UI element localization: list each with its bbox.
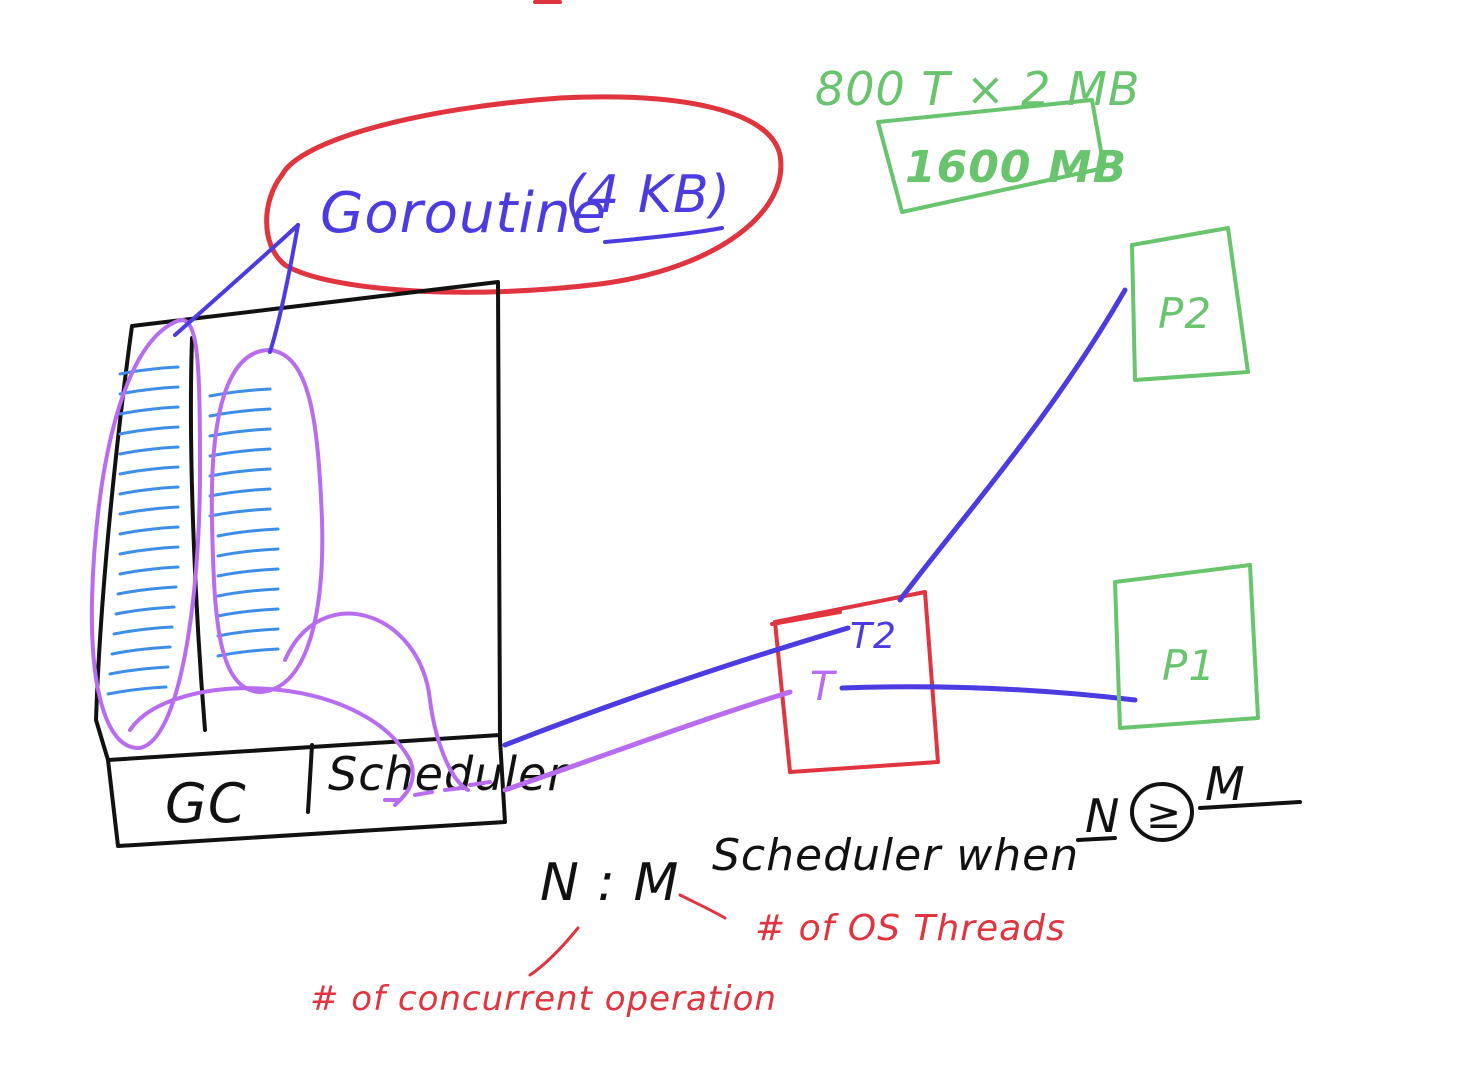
memory-calculation: 800 T × 2 MB 1600 MB [815, 62, 1140, 214]
stack-1-frame-line [118, 365, 180, 376]
stack-1-frame-line [118, 445, 180, 456]
link-t2-to-p2 [897, 287, 1128, 603]
scheduler-label: Scheduler [328, 747, 569, 801]
processor-p1-box [1113, 563, 1260, 730]
scheduler-loop-2 [283, 611, 470, 792]
stack-2-frame-line [216, 587, 280, 598]
scheduler-dashes [383, 780, 492, 802]
stack-2-frame-line [208, 507, 272, 518]
stack-2-highlight [209, 348, 325, 694]
stack-lines [106, 365, 280, 696]
link-t1-to-p1 [839, 684, 1138, 703]
stack-2-frame-line [208, 407, 272, 418]
processor-p2: P2 [1130, 226, 1250, 382]
stack-1-frame-line [118, 505, 180, 516]
stack-2-frame-line [216, 647, 280, 658]
gc-scheduler-divider [306, 743, 314, 814]
stack-1-frame-line [118, 525, 180, 536]
stack-1-frame-line [118, 385, 180, 396]
nm-m-label: M [1205, 757, 1246, 811]
processor-p1: P1 [1113, 563, 1260, 730]
stack-2-frame-line [208, 487, 272, 498]
memory-calc-text: 800 T × 2 MB [815, 62, 1140, 116]
stack-2-frame-line [208, 387, 272, 398]
runtime-box-bottom-divider [106, 733, 502, 762]
stack-1-frame-line [116, 585, 178, 596]
goroutine-ellipse [264, 94, 784, 295]
goroutine-size-label: (4 KB) [565, 165, 731, 225]
stack-1-frame-line [114, 605, 176, 616]
nm-m-underline [1198, 800, 1302, 810]
processor-p2-box [1130, 226, 1250, 382]
nm-scheduler-statement: N : M Scheduler when N ≥ M [540, 757, 1302, 913]
processor-p2-label: P2 [1158, 289, 1212, 338]
stack-2-frame-line [216, 547, 280, 558]
stack-1-frame-line [112, 625, 174, 636]
nm-n-underline [1076, 836, 1117, 842]
link-scheduler-to-t2 [502, 625, 851, 748]
stack-2-frame-line [208, 427, 272, 438]
goroutine-stack-highlights [89, 317, 492, 807]
stack-2-frame-line [208, 447, 272, 458]
annotation-arrow-m [678, 893, 727, 920]
stack-2-frame-line [216, 527, 280, 538]
stack-1-highlight [89, 317, 202, 751]
nm-relation-label: ≥ [1146, 789, 1182, 838]
stack-2-frame-line [216, 567, 280, 578]
annotation-arrow-n [528, 926, 580, 977]
connector-to-stack-1 [173, 223, 300, 337]
stack-divider [188, 336, 207, 732]
nm-scheduler-when: Scheduler when [712, 830, 1079, 881]
goroutine-size-underline [603, 226, 724, 244]
connector-to-stack-2 [268, 223, 300, 354]
stack-2-frame-line [216, 607, 280, 618]
thread-t2-label: T2 [850, 616, 897, 657]
runtime-box: GC Scheduler [94, 280, 569, 848]
processor-p1-label: P1 [1162, 641, 1216, 690]
goroutine-connectors [173, 223, 300, 354]
stack-1-frame-line [118, 485, 180, 496]
stack-1-frame-line [118, 465, 180, 476]
goroutine-label: Goroutine [320, 181, 607, 246]
threads-box-outline [773, 590, 940, 774]
stack-2-frame-line [216, 627, 280, 638]
threads-box-top-stroke [770, 610, 842, 626]
stack-1-frame-line [110, 645, 172, 656]
stack-1-frame-line [108, 665, 170, 676]
scheduler-thread-links [502, 287, 1138, 793]
nm-ratio-label: N : M [540, 853, 679, 913]
nm-relation-circle [1130, 782, 1194, 842]
gc-label: GC [165, 772, 247, 835]
stack-1-frame-line [118, 425, 180, 436]
link-scheduler-to-t1 [502, 689, 793, 793]
note-concurrent-ops: # of concurrent operation [310, 979, 777, 1019]
stack-2-frame-line [208, 467, 272, 478]
goroutine-callout: Goroutine (4 KB) [264, 94, 784, 295]
nm-annotations: # of concurrent operation # of OS Thread… [310, 893, 1066, 1019]
stack-1-frame-line [118, 405, 180, 416]
scheduler-loop-1 [128, 686, 415, 807]
stack-1-frame-line [118, 545, 180, 556]
nm-n-label: N [1085, 789, 1120, 843]
note-os-threads: # of OS Threads [755, 908, 1066, 949]
memory-total-text: 1600 MB [905, 142, 1127, 193]
os-threads-box: T2 T [770, 590, 940, 774]
stack-1-frame-line [106, 685, 168, 696]
memory-total-box [876, 98, 1106, 214]
stack-1-frame-line [118, 565, 180, 576]
thread-t1-label: T [810, 664, 838, 710]
